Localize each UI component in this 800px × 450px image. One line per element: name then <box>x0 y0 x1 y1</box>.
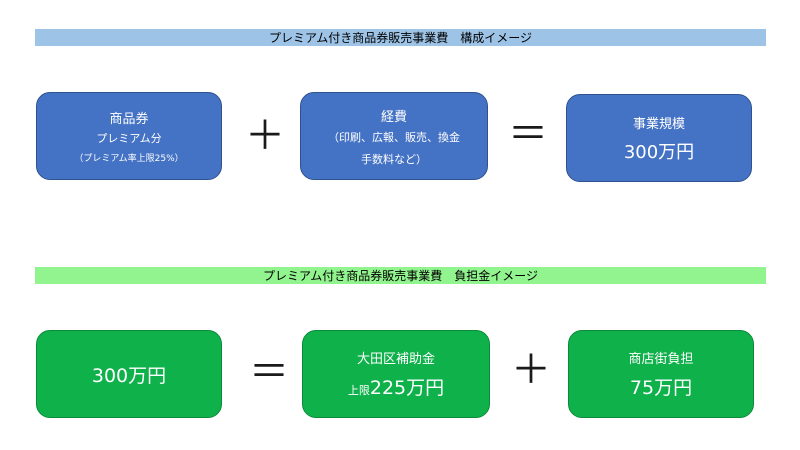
composition-banner: プレミアム付き商品券販売事業費 構成イメージ <box>35 29 766 46</box>
premium-label: プレミアム分 <box>96 132 162 145</box>
expenses-label: 経費 <box>380 109 407 125</box>
expenses-detail-1: （印刷、広報、販売、換金 <box>328 130 460 144</box>
shopping-street-burden-label: 商店街負担 <box>628 352 694 367</box>
project-scale-box: 事業規模 300万円 <box>566 94 752 182</box>
total-box: 300万円 <box>36 330 222 418</box>
expenses-detail-2: 手数料など） <box>361 152 427 166</box>
project-scale-amount: 300万円 <box>623 141 695 163</box>
ward-subsidy-box: 大田区補助金 上限 225万円 <box>302 330 490 418</box>
shopping-street-burden-box: 商店街負担 75万円 <box>568 330 754 418</box>
composition-title: プレミアム付き商品券販売事業費 構成イメージ <box>269 31 532 45</box>
equals-operator: ＝ <box>508 111 548 157</box>
plus-operator-2: ＋ <box>511 347 551 393</box>
ward-subsidy-label: 大田区補助金 <box>356 352 435 367</box>
equals-operator-2: ＝ <box>249 349 289 395</box>
shopping-street-burden-amount: 75万円 <box>629 377 693 399</box>
premium-rate-note: （プレミアム率上限25%） <box>74 154 184 164</box>
burden-banner: プレミアム付き商品券販売事業費 負担金イメージ <box>35 267 766 284</box>
voucher-premium-box: 商品券 プレミアム分 （プレミアム率上限25%） <box>36 92 222 180</box>
burden-title: プレミアム付き商品券販売事業費 負担金イメージ <box>263 269 538 283</box>
ward-subsidy-amount: 225万円 <box>369 377 445 399</box>
project-scale-label: 事業規模 <box>632 116 685 132</box>
expenses-box: 経費 （印刷、広報、販売、換金 手数料など） <box>300 92 488 180</box>
total-amount: 300万円 <box>91 364 167 387</box>
plus-operator: ＋ <box>245 113 285 159</box>
voucher-label: 商品券 <box>109 112 149 127</box>
subsidy-limit-prefix: 上限 <box>347 384 370 397</box>
